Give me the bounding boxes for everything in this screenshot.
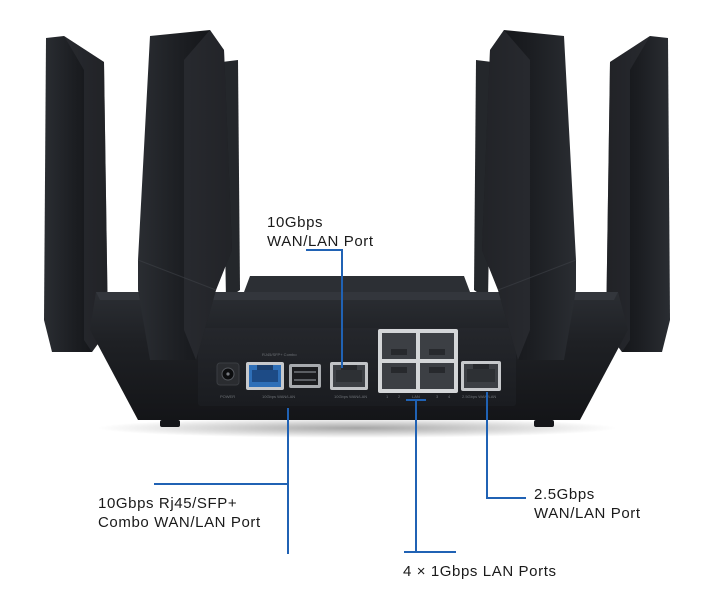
combo-rj45-port xyxy=(246,362,284,390)
callout-line-10g xyxy=(306,249,343,368)
panel-label-lan: LAN xyxy=(412,394,420,399)
rj45-2-5g-port xyxy=(461,361,501,391)
callout-label-lan: 4 × 1Gbps LAN Ports xyxy=(403,562,557,581)
callout-label-combo: 10Gbps Rj45/SFP+ Combo WAN/LAN Port xyxy=(98,494,261,532)
callout-lines xyxy=(154,249,526,554)
antenna-front-left xyxy=(137,30,232,360)
panel-label-lan-4: 4 xyxy=(448,394,451,399)
panel-label-lan-3: 3 xyxy=(436,394,439,399)
panel-label-combo-header: RJ45/SFP+ Combo xyxy=(262,352,297,357)
callout-2-5g-line1: 2.5Gbps xyxy=(534,486,595,503)
rear-port-panel: POWER RJ45/SFP+ Combo 10Gbps WAN/LAN 10G… xyxy=(198,328,516,406)
callout-line-2-5g xyxy=(486,392,526,499)
lan-port-block xyxy=(378,329,458,393)
antenna-outer-right xyxy=(606,36,670,352)
panel-label-10g: 10Gbps WAN/LAN xyxy=(334,394,367,399)
sfp-port xyxy=(289,364,321,388)
panel-label-2-5g: 2.5Gbps WAN/LAN xyxy=(462,394,496,399)
callout-combo-line2: Combo WAN/LAN Port xyxy=(98,514,261,531)
callout-line-lan xyxy=(404,400,456,553)
power-jack xyxy=(216,362,240,386)
callout-2-5g-line2: WAN/LAN Port xyxy=(534,505,641,522)
callout-10g-line1: 10Gbps xyxy=(267,214,324,231)
antenna-front-right xyxy=(482,30,577,360)
rj45-10g-port xyxy=(330,362,368,390)
callout-lan-text: 4 × 1Gbps LAN Ports xyxy=(403,563,557,580)
panel-label-power: POWER xyxy=(220,394,235,399)
antenna-outer-left xyxy=(44,36,108,352)
panel-label-lan-1: 1 xyxy=(386,394,389,399)
panel-label-combo-footer: 10Gbps WAN/LAN xyxy=(262,394,295,399)
callout-10g-line2: WAN/LAN Port xyxy=(267,233,374,250)
callout-label-10g-wan-lan: 10Gbps WAN/LAN Port xyxy=(267,213,374,251)
panel-label-lan-2: 2 xyxy=(398,394,401,399)
callout-combo-line1: 10Gbps Rj45/SFP+ xyxy=(98,495,238,512)
callout-label-2-5g: 2.5Gbps WAN/LAN Port xyxy=(534,485,641,523)
